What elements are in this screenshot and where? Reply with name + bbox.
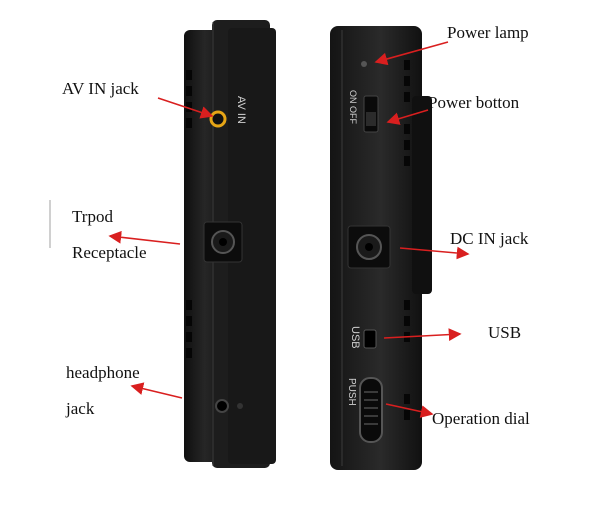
operation-dial: [359, 377, 383, 443]
arrow-operation-dial: [385, 403, 434, 418]
left-device-side: [184, 20, 276, 468]
arrow-av-in: [157, 97, 214, 119]
label-headphone-line1: headphone: [66, 363, 140, 382]
callout-arrows: [108, 41, 470, 418]
label-tripod-line2: Receptacle: [72, 243, 147, 262]
usb-print: USB: [349, 326, 361, 349]
av-in-print: AV IN: [235, 96, 247, 124]
headphone-jack-port: [215, 399, 229, 413]
left-vents: [186, 70, 192, 358]
arrow-power-button: [386, 109, 429, 125]
arrow-dc-in: [399, 246, 470, 260]
label-power-button: Power botton: [428, 93, 520, 112]
label-av-in-jack: AV IN jack: [62, 79, 139, 98]
label-operation-dial: Operation dial: [432, 409, 530, 428]
label-headphone-line2: jack: [66, 399, 95, 418]
power-lamp-led: [361, 61, 367, 67]
label-dc-in-jack: DC IN jack: [450, 229, 529, 248]
label-tripod-line1: Trpod: [72, 207, 113, 226]
side-divider: [49, 200, 51, 248]
dial-ridges: [364, 391, 378, 425]
label-usb: USB: [488, 323, 522, 342]
right-device-side: [330, 26, 432, 470]
push-print: PUSH: [346, 378, 357, 406]
arrow-power-lamp: [374, 41, 449, 66]
on-off-print: ON OFF: [348, 90, 358, 124]
arrow-usb: [383, 328, 462, 341]
arrow-tripod: [108, 230, 181, 245]
label-power-lamp: Power lamp: [447, 23, 529, 42]
usb-port: [363, 329, 377, 349]
av-in-jack-port: [209, 110, 227, 128]
arrow-headphone: [130, 382, 183, 399]
